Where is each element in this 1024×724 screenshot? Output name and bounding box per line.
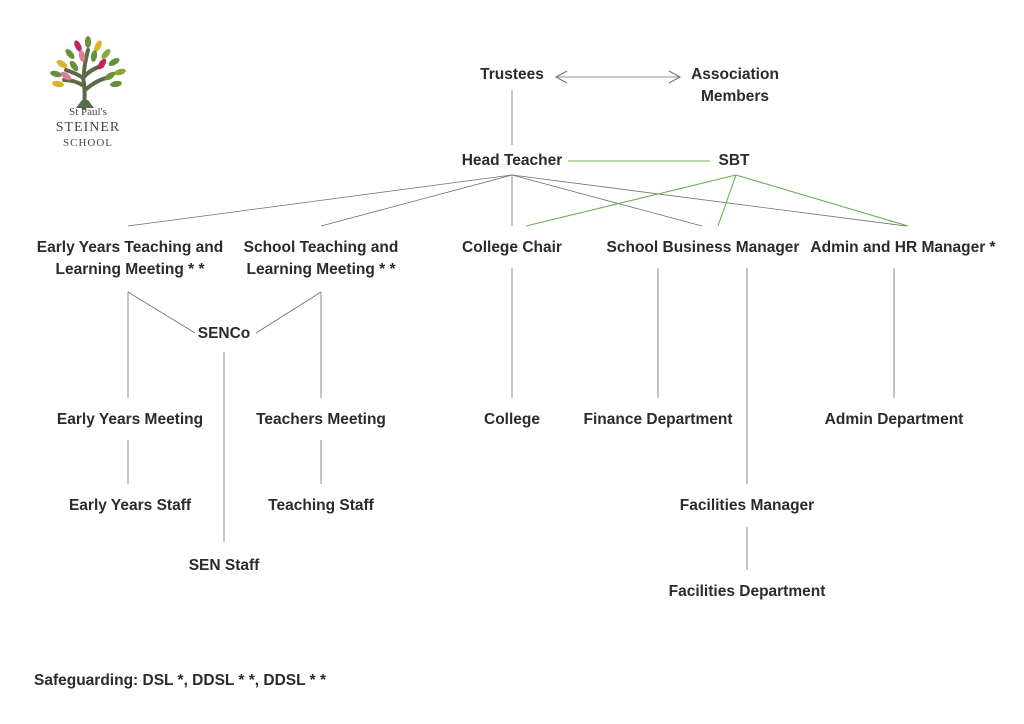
logo-line-1: St Paul's bbox=[69, 106, 107, 118]
node-early-years-meeting: Early Years Meeting bbox=[56, 411, 204, 428]
link-sbt-admin-hr bbox=[735, 174, 909, 227]
node-college-chair: College Chair bbox=[462, 239, 562, 256]
node-college: College bbox=[484, 411, 540, 428]
link-sbt-college-chair bbox=[525, 174, 737, 227]
node-association-members-line2: Members bbox=[700, 88, 770, 105]
node-trustees: Trustees bbox=[480, 66, 544, 83]
link-head-admin-hr bbox=[511, 174, 907, 227]
node-ey-tl-line2: Learning Meeting * * bbox=[55, 261, 205, 278]
node-association-members-line1: Association bbox=[691, 66, 779, 83]
logo-line-2: STEINER bbox=[55, 120, 121, 135]
node-sen-staff: SEN Staff bbox=[188, 557, 260, 574]
tree-icon bbox=[50, 36, 126, 110]
node-early-years-staff: Early Years Staff bbox=[68, 497, 192, 514]
logo-line-3: SCHOOL bbox=[62, 137, 113, 149]
node-facilities-manager: Facilities Manager bbox=[679, 497, 815, 514]
node-association-members: Association Members bbox=[691, 64, 779, 108]
node-school-business-manager: School Business Manager bbox=[606, 239, 800, 256]
node-admin-department: Admin Department bbox=[824, 411, 964, 428]
link-ey-tl-senco bbox=[127, 291, 196, 334]
link-head-sbm bbox=[511, 174, 703, 227]
link-school-tl-senco bbox=[255, 291, 322, 334]
school-logo: St Paul's STEINER SCHOOL bbox=[38, 30, 138, 155]
link-head-school-tl bbox=[320, 174, 513, 227]
node-senco: SENCo bbox=[197, 325, 251, 342]
link-head-ey-tl bbox=[127, 174, 513, 227]
node-finance-department: Finance Department bbox=[583, 411, 733, 428]
node-sbt: SBT bbox=[718, 152, 750, 169]
node-head-teacher: Head Teacher bbox=[461, 152, 563, 169]
node-facilities-department: Facilities Department bbox=[668, 583, 826, 600]
node-ey-teaching-learning-meeting: Early Years Teaching and Learning Meetin… bbox=[37, 237, 223, 281]
safeguarding-legend: Safeguarding: DSL *, DDSL * *, DDSL * * bbox=[34, 672, 326, 689]
node-admin-hr-manager: Admin and HR Manager * bbox=[810, 239, 996, 256]
link-sbt-sbm bbox=[717, 174, 737, 227]
node-teachers-meeting: Teachers Meeting bbox=[256, 411, 386, 428]
node-teaching-staff: Teaching Staff bbox=[268, 497, 374, 514]
node-school-tl-line1: School Teaching and bbox=[243, 239, 399, 256]
node-school-teaching-learning-meeting: School Teaching and Learning Meeting * * bbox=[244, 237, 399, 281]
node-school-tl-line2: Learning Meeting * * bbox=[246, 261, 396, 278]
node-ey-tl-line1: Early Years Teaching and bbox=[36, 239, 224, 256]
